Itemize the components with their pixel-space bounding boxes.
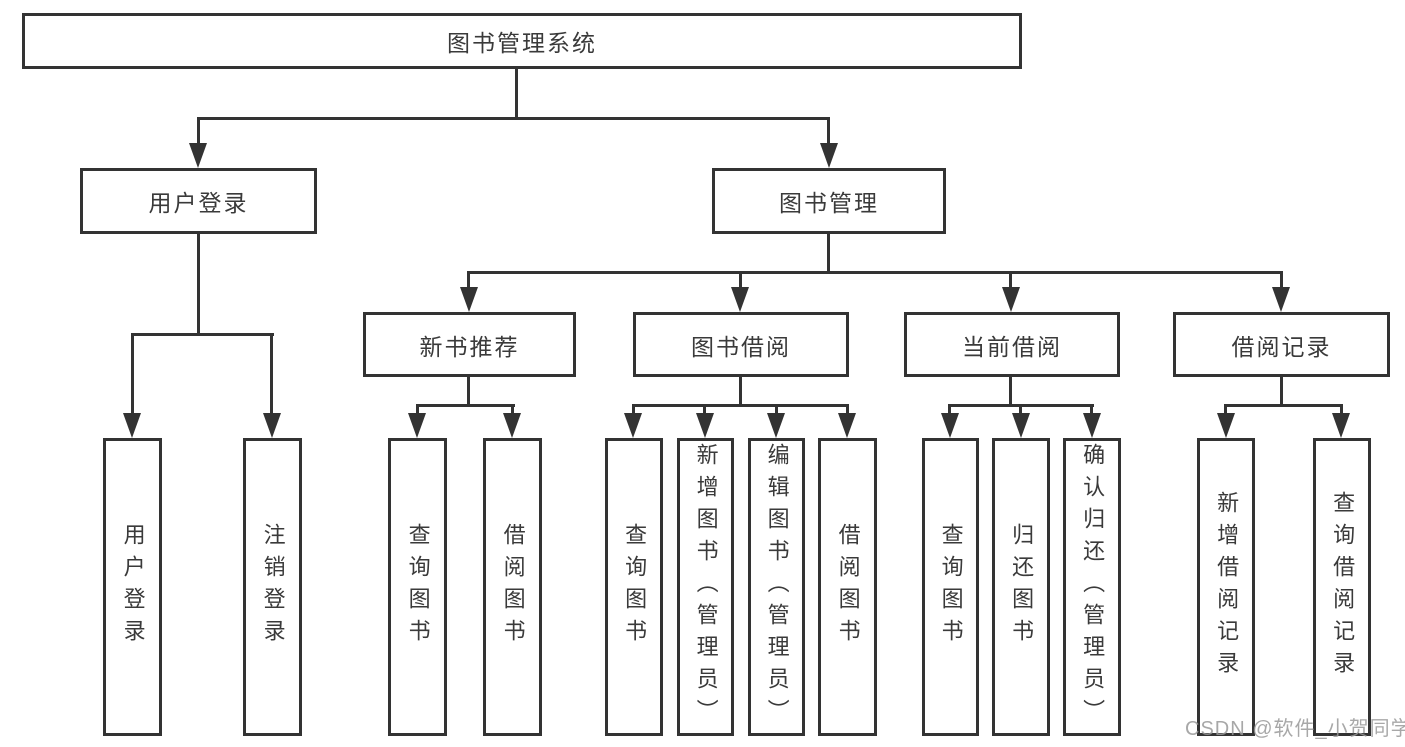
connector-arrowhead-down [503, 413, 521, 438]
connector-line [948, 404, 951, 415]
connector-arrowhead-down [123, 413, 141, 438]
connector-line [1224, 404, 1343, 407]
connector-line [197, 117, 200, 145]
node-book-management: 图书管理 [712, 168, 946, 234]
leaf-current-return-books-label: 归还图书 [1009, 523, 1035, 651]
node-book-borrowing: 图书借阅 [633, 312, 849, 377]
leaf-user-login-label: 用户登录 [120, 523, 146, 651]
leaf-current-confirm-return-admin-label: 确认归还（管理员） [1080, 443, 1106, 731]
connector-line [197, 233, 200, 335]
connector-line [467, 376, 470, 406]
connector-line [511, 404, 514, 415]
watermark: CSDN @软件_小贺同学 [1185, 718, 1405, 740]
connector-line [1280, 376, 1283, 406]
leaf-current-query-books-label: 查询图书 [938, 523, 964, 651]
connector-line [827, 233, 830, 273]
connector-arrowhead-down [624, 413, 642, 438]
connector-line [846, 404, 849, 415]
leaf-recommend-query-books: 查询图书 [388, 438, 447, 736]
connector-line [197, 117, 830, 120]
connector-arrowhead-down [820, 143, 838, 168]
leaf-borrowing-edit-books-admin: 编辑图书（管理员） [748, 438, 805, 736]
connector-line [1009, 376, 1012, 406]
connector-arrowhead-down [1012, 413, 1030, 438]
connector-line [1280, 271, 1283, 289]
leaf-records-query-borrow-record: 查询借阅记录 [1313, 438, 1371, 736]
node-current-borrowing: 当前借阅 [904, 312, 1120, 377]
connector-arrowhead-down [1217, 413, 1235, 438]
leaf-borrowing-add-books-admin: 新增图书（管理员） [677, 438, 734, 736]
connector-line [131, 333, 274, 336]
leaf-recommend-borrow-books: 借阅图书 [483, 438, 542, 736]
connector-line [703, 404, 706, 415]
connector-arrowhead-down [263, 413, 281, 438]
connector-line [1019, 404, 1022, 415]
leaf-borrowing-add-books-admin-label: 新增图书（管理员） [693, 443, 719, 731]
leaf-recommend-borrow-books-label: 借阅图书 [500, 523, 526, 651]
leaf-borrowing-query-books: 查询图书 [605, 438, 663, 736]
connector-line [467, 271, 1283, 274]
connector-arrowhead-down [838, 413, 856, 438]
connector-arrowhead-down [1083, 413, 1101, 438]
connector-arrowhead-down [941, 413, 959, 438]
connector-line [270, 333, 273, 415]
connector-line [515, 68, 518, 118]
node-user-login: 用户登录 [80, 168, 317, 234]
leaf-logout-login: 注销登录 [243, 438, 302, 736]
leaf-borrowing-borrow-books: 借阅图书 [818, 438, 877, 736]
node-new-book-recommendation: 新书推荐 [363, 312, 576, 377]
leaf-borrowing-edit-books-admin-label: 编辑图书（管理员） [764, 443, 790, 731]
leaf-logout-login-label: 注销登录 [260, 523, 286, 651]
leaf-borrowing-borrow-books-label: 借阅图书 [835, 523, 861, 651]
connector-arrowhead-down [767, 413, 785, 438]
connector-line [739, 376, 742, 406]
connector-line [632, 404, 635, 415]
leaf-current-query-books: 查询图书 [922, 438, 979, 736]
connector-arrowhead-down [408, 413, 426, 438]
connector-arrowhead-down [731, 287, 749, 312]
leaf-current-confirm-return-admin: 确认归还（管理员） [1063, 438, 1121, 736]
connector-line [416, 404, 419, 415]
node-library-management-system: 图书管理系统 [22, 13, 1022, 69]
connector-line [416, 404, 515, 407]
leaf-current-return-books: 归还图书 [992, 438, 1050, 736]
connector-arrowhead-down [460, 287, 478, 312]
connector-line [1090, 404, 1093, 415]
leaf-user-login: 用户登录 [103, 438, 162, 736]
leaf-records-query-borrow-record-label: 查询借阅记录 [1330, 491, 1356, 683]
connector-line [827, 117, 830, 145]
connector-arrowhead-down [1002, 287, 1020, 312]
leaf-records-add-borrow-record: 新增借阅记录 [1197, 438, 1255, 736]
connector-line [1009, 271, 1012, 289]
connector-line [467, 271, 470, 289]
node-borrowing-records: 借阅记录 [1173, 312, 1390, 377]
leaf-recommend-query-books-label: 查询图书 [405, 523, 431, 651]
connector-line [1340, 404, 1343, 415]
connector-line [131, 333, 134, 415]
connector-line [1224, 404, 1227, 415]
connector-arrowhead-down [696, 413, 714, 438]
connector-arrowhead-down [1272, 287, 1290, 312]
leaf-records-add-borrow-record-label: 新增借阅记录 [1214, 491, 1240, 683]
leaf-borrowing-query-books-label: 查询图书 [622, 523, 648, 651]
connector-arrowhead-down [1332, 413, 1350, 438]
connector-arrowhead-down [189, 143, 207, 168]
connector-line [739, 271, 742, 289]
connector-line [775, 404, 778, 415]
